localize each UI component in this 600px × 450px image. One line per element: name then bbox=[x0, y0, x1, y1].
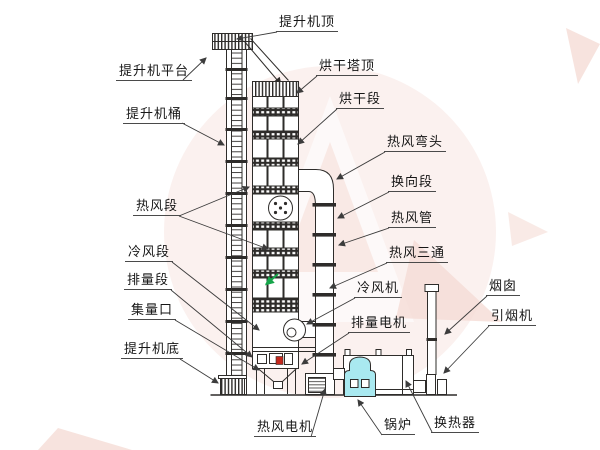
discharge-mechanism bbox=[257, 353, 293, 365]
discharge-valve-red bbox=[275, 356, 284, 365]
label-hot-air-section: 热风段 bbox=[133, 198, 182, 217]
label-chimney: 烟囱 bbox=[486, 278, 521, 297]
elevator-ladder bbox=[231, 50, 242, 394]
leader-boiler bbox=[357, 399, 383, 436]
leader-heat-exchanger bbox=[405, 380, 433, 433]
leader-collect-port bbox=[174, 319, 260, 371]
boiler-door-right bbox=[361, 379, 370, 388]
leader-cold-air-section bbox=[171, 261, 260, 331]
leader-drying-section bbox=[297, 108, 338, 145]
watermark-swoosh-small bbox=[508, 212, 548, 246]
leader-hot-air-motor bbox=[310, 387, 327, 438]
label-cold-air-fan: 冷风机 bbox=[354, 280, 403, 299]
inspection-window bbox=[268, 195, 293, 221]
label-tower-top: 烘干塔顶 bbox=[316, 58, 379, 77]
leader-chimney bbox=[444, 295, 488, 335]
leader-hot-air-section-b bbox=[178, 215, 269, 251]
watermark-corner-bottom bbox=[38, 428, 132, 450]
leader-reversing-section bbox=[337, 191, 390, 219]
drying-tower bbox=[252, 81, 316, 394]
elevator-boot bbox=[220, 378, 245, 395]
leader-elevator-top bbox=[235, 31, 278, 42]
label-discharge-section: 排量段 bbox=[124, 272, 173, 291]
leader-hot-air-section-a bbox=[178, 186, 250, 217]
label-reversing-section: 换向段 bbox=[388, 174, 437, 193]
label-smoke-fan: 引烟机 bbox=[488, 308, 537, 327]
label-collect-port: 集量口 bbox=[128, 302, 177, 321]
leader-discharge-section bbox=[170, 289, 253, 358]
watermark-swoosh-right bbox=[396, 240, 502, 322]
chimney-pipe bbox=[427, 291, 437, 375]
label-drying-section: 烘干段 bbox=[336, 91, 385, 110]
label-hot-air-tee: 热风三通 bbox=[386, 245, 449, 264]
flue-duct bbox=[413, 380, 426, 393]
label-hot-air-motor: 热风电机 bbox=[254, 419, 317, 438]
leader-hot-air-elbow bbox=[336, 151, 386, 180]
leader-discharge-motor bbox=[301, 332, 350, 365]
watermark-corner-top bbox=[566, 28, 600, 84]
label-hot-air-pipe: 热风管 bbox=[388, 210, 437, 229]
cold-air-fan-unit bbox=[283, 318, 306, 342]
discharge-chute bbox=[250, 38, 289, 81]
leader-lines bbox=[170, 31, 490, 438]
leader-hot-air-tee bbox=[329, 262, 388, 289]
leader-tower-top bbox=[296, 75, 318, 94]
label-elevator-platform: 提升机平台 bbox=[116, 63, 193, 82]
leader-hot-air-pipe bbox=[338, 227, 390, 247]
leader-elevator-platform bbox=[182, 57, 207, 81]
elevator bbox=[212, 33, 289, 395]
label-elevator-barrel: 提升机桶 bbox=[123, 106, 186, 125]
label-heat-exchanger: 换热器 bbox=[431, 415, 480, 434]
label-cold-air-section: 冷风段 bbox=[125, 244, 174, 263]
pipe-flanges bbox=[312, 203, 336, 357]
leader-elevator-barrel bbox=[181, 122, 225, 146]
boiler bbox=[333, 356, 376, 397]
chimney-cap bbox=[424, 284, 439, 292]
label-discharge-motor: 排量电机 bbox=[348, 315, 411, 334]
label-boiler: 锅炉 bbox=[381, 417, 416, 436]
label-elevator-bottom: 提升机底 bbox=[121, 341, 184, 360]
tower-legs bbox=[256, 368, 296, 394]
elevator-flanges bbox=[225, 68, 248, 355]
boiler-door-left bbox=[350, 379, 359, 388]
hot-air-fan-unit bbox=[305, 373, 335, 395]
smoke-inducer-fan bbox=[426, 374, 436, 395]
green-annotation-arrow bbox=[264, 273, 279, 286]
leader-elevator-bottom bbox=[179, 358, 219, 384]
tower-duct-bands bbox=[252, 107, 299, 313]
chimney-assembly bbox=[413, 284, 447, 395]
label-elevator-top: 提升机顶 bbox=[276, 14, 339, 33]
leader-cold-air-fan bbox=[306, 297, 356, 325]
hot-air-duct bbox=[298, 169, 336, 375]
tower-column-dividers bbox=[266, 96, 285, 298]
hot-air-motor-body bbox=[308, 377, 326, 393]
label-hot-air-elbow: 热风弯头 bbox=[384, 134, 447, 153]
leader-smoke-fan bbox=[443, 325, 490, 374]
collect-hopper bbox=[257, 368, 297, 389]
tower-top-railing bbox=[252, 81, 299, 97]
